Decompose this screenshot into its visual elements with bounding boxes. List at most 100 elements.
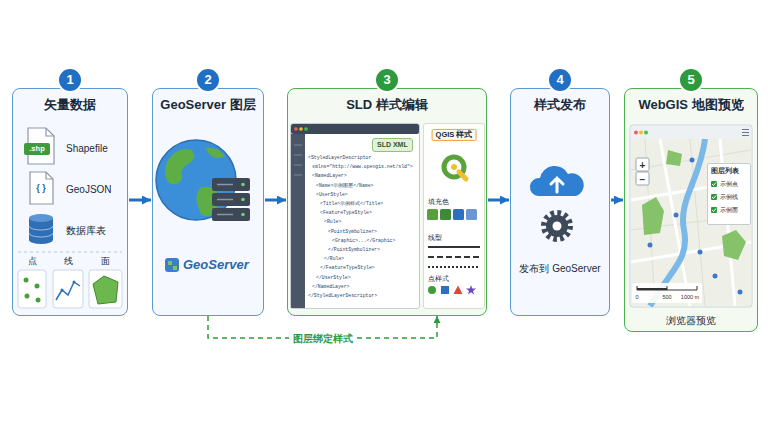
server-icon xyxy=(212,178,250,221)
callout-number: 3 xyxy=(383,73,390,87)
qgis-logo xyxy=(444,157,466,179)
node-text: 示例线 xyxy=(720,194,738,201)
format-name: Shapefile xyxy=(66,143,108,154)
code-line: <PointSymbolizer> xyxy=(328,229,377,234)
qgis-logo xyxy=(451,164,457,170)
map-area xyxy=(631,139,751,306)
server-icon xyxy=(212,193,250,206)
upload-cloud-icon xyxy=(530,166,584,196)
flow-arrow xyxy=(488,199,509,202)
upload-cloud-icon xyxy=(530,166,584,196)
geometry-samples xyxy=(89,270,122,308)
flow-arrow xyxy=(611,199,623,202)
point-symbols xyxy=(441,286,449,294)
server-icon xyxy=(241,183,245,187)
geoserver-logo-icon xyxy=(173,266,177,270)
geometry-samples xyxy=(36,298,41,303)
editor-chrome xyxy=(294,127,298,131)
node-heading: 图层列表 xyxy=(711,167,739,174)
browser-window xyxy=(742,130,749,136)
globe-icon xyxy=(205,148,225,158)
line-samples xyxy=(428,256,480,258)
step-circle xyxy=(375,68,399,92)
node-heading: WebGIS 地图预览 xyxy=(638,98,743,112)
fill-swatches xyxy=(427,209,438,220)
node-heading: SLD 样式编辑 xyxy=(346,98,428,112)
fill-swatches xyxy=(427,209,477,220)
callout-number: 5 xyxy=(687,73,694,87)
code-line: </PointSymbolizer> xyxy=(328,247,380,252)
separator-line xyxy=(18,252,122,253)
fill-swatches xyxy=(440,209,451,220)
code-line: xmlns="http://www.opengis.net/sld"> xyxy=(312,165,413,170)
globe-icon xyxy=(156,140,236,220)
node-heading: QGIS 样式 xyxy=(432,129,477,141)
node-text: 示例面 xyxy=(720,207,738,214)
node-text: 填充色 xyxy=(428,198,449,206)
shapefile-icon xyxy=(24,128,54,164)
zoom-button-text: + xyxy=(640,159,646,170)
server-icon xyxy=(212,178,250,191)
callout-number: 1 xyxy=(66,73,73,87)
code-line: </StyledLayerDescriptor> xyxy=(308,293,377,298)
node-heading: SLD XML xyxy=(377,141,408,149)
style-panel: QGIS 样式填充色线型点样式 xyxy=(423,123,485,309)
step-circle xyxy=(196,68,220,92)
globe-icon xyxy=(165,149,194,184)
layer-list-panel xyxy=(712,183,716,212)
scale-bar xyxy=(637,286,697,290)
scale-bar xyxy=(632,283,702,303)
browser-window xyxy=(631,126,751,139)
step-panel: 样式发布发布到 GeoServer xyxy=(510,88,610,316)
callout-number: 2 xyxy=(204,73,211,87)
code-line: </FeatureTypeStyle> xyxy=(320,266,375,271)
point-symbols xyxy=(466,285,476,295)
code-line: <UserStyle> xyxy=(316,192,348,197)
fill-swatches xyxy=(453,209,464,220)
point-symbols xyxy=(454,286,463,295)
database-icon xyxy=(29,218,53,244)
node-heading: GeoServer 图层 xyxy=(160,98,255,112)
point-symbols xyxy=(428,285,476,295)
server-icon xyxy=(241,213,245,217)
logo-text: GeoServer xyxy=(183,258,249,272)
geoserver-logo-icon xyxy=(165,258,179,272)
map-area xyxy=(738,290,743,295)
qgis-logo xyxy=(444,157,464,177)
gear-icon xyxy=(544,213,570,239)
zoom-button-text: − xyxy=(640,173,646,184)
flow-arrow xyxy=(265,199,286,202)
shapefile-icon xyxy=(28,128,54,164)
scale-bar xyxy=(632,283,702,303)
map-area xyxy=(722,230,746,260)
code-line: <Title>示例样式</Title> xyxy=(320,201,383,206)
geometry-name: 面 xyxy=(101,257,110,267)
code-line: </NamedLayer> xyxy=(312,284,349,289)
map-area xyxy=(631,139,751,306)
map-area xyxy=(698,250,703,255)
server-icon xyxy=(241,198,245,202)
geoserver-logo-icon xyxy=(165,258,179,272)
globe-icon xyxy=(196,187,218,216)
browser-window xyxy=(644,131,648,135)
editor-chrome xyxy=(291,124,419,134)
connector-label: 图层绑定样式 xyxy=(289,332,357,345)
geometry-samples xyxy=(53,270,83,308)
scale-text: 1000 m xyxy=(681,294,699,300)
editor-chrome xyxy=(304,127,308,131)
code-line: </UserStyle> xyxy=(316,275,351,280)
gear-icon xyxy=(546,215,568,237)
step-panel: 矢量数据 xyxy=(12,88,128,316)
map-area xyxy=(631,139,751,306)
scale-bar xyxy=(637,288,667,290)
browser-window xyxy=(630,125,752,307)
gear-icon xyxy=(544,213,570,239)
geometry-samples xyxy=(25,294,30,299)
code-editor: <StyledLayerDescriptorxmlns="http://www.… xyxy=(290,123,420,309)
code-line: <NamedLayer> xyxy=(312,174,347,179)
step-panel: SLD 样式编辑 <StyledLayerDescriptorxmlns="htt… xyxy=(287,88,487,316)
geometry-samples xyxy=(35,284,40,289)
editor-chrome xyxy=(294,145,302,175)
